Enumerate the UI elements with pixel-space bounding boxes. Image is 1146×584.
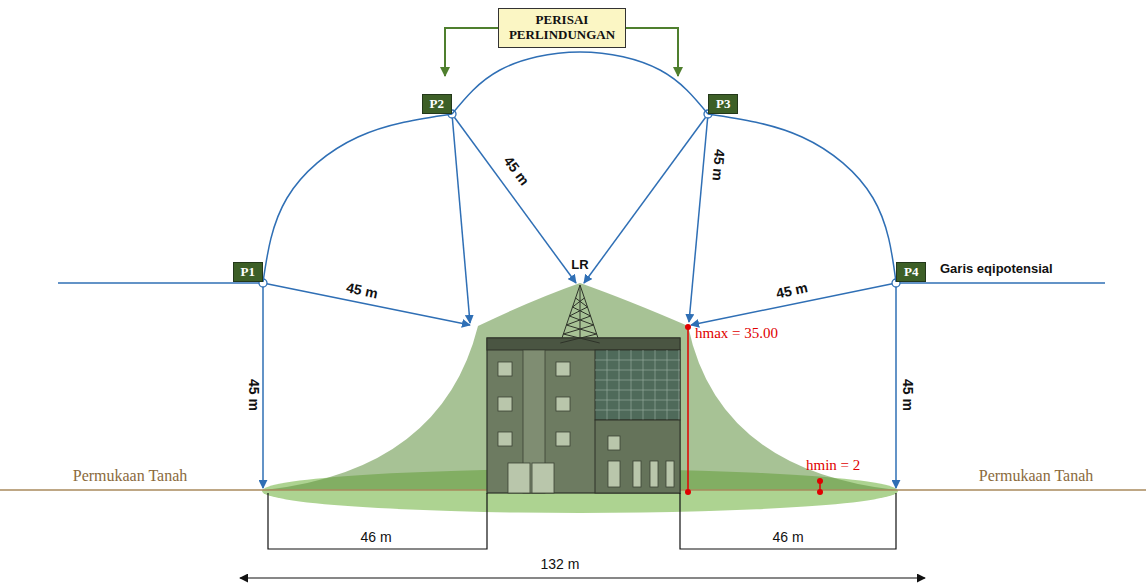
ground-label: Permukaan Tanah <box>979 467 1094 485</box>
junction-circle <box>259 110 900 287</box>
lightning-rod <box>563 325 593 334</box>
building <box>556 362 570 376</box>
building <box>633 461 641 487</box>
radius-arrow <box>895 283 897 488</box>
equipotential-label: Garis eqipotensial <box>940 262 1053 276</box>
lightning-rod <box>560 334 596 343</box>
building <box>595 410 680 411</box>
height-label: hmin = 2 <box>806 457 860 474</box>
building <box>498 362 512 376</box>
building <box>595 390 680 391</box>
building <box>532 463 554 493</box>
lightning-rod <box>569 307 587 316</box>
building <box>643 350 644 420</box>
node-text: P3 <box>716 96 730 112</box>
height-marker <box>685 324 691 330</box>
building <box>487 338 680 493</box>
lightning-rod <box>580 285 581 338</box>
height-marker <box>685 324 823 495</box>
shield-arc <box>708 114 896 282</box>
shield-arc <box>452 52 708 114</box>
dimension-line <box>268 493 487 549</box>
radius-label: 45 m <box>899 379 914 411</box>
dimension-line <box>240 493 925 578</box>
building <box>608 461 620 487</box>
lightning-rod <box>573 307 591 316</box>
equipotential-line <box>896 282 1105 284</box>
radius-label: 45 m <box>345 280 379 302</box>
lightning-rod <box>573 298 585 307</box>
shield-label-box: PERISAI PERLINDUNGAN <box>498 8 626 48</box>
height-marker <box>817 478 823 484</box>
air-terminal-box: P4 <box>896 262 926 282</box>
building <box>595 400 680 401</box>
ground-label: Permukaan Tanah <box>73 467 188 485</box>
building <box>498 362 674 493</box>
building <box>556 397 570 411</box>
building <box>595 350 680 420</box>
building <box>607 350 608 420</box>
node-text: P4 <box>904 264 918 280</box>
building <box>498 397 512 411</box>
building <box>556 432 570 446</box>
lightning-rod <box>560 298 599 343</box>
node-text: P1 <box>241 264 255 280</box>
building <box>666 461 674 487</box>
radius-arrow <box>452 114 576 283</box>
building <box>487 338 680 350</box>
dimension-label: 46 m <box>772 530 803 545</box>
building <box>619 350 620 420</box>
lightning-rod <box>569 316 593 325</box>
node-text: PERISAI PERLINDUNGAN <box>509 13 615 43</box>
height-marker <box>685 489 691 495</box>
radius-arrow <box>584 114 708 283</box>
building <box>595 350 680 420</box>
radius-label: 45 m <box>709 148 727 181</box>
building <box>667 350 668 420</box>
height-marker <box>687 327 689 492</box>
radius-label: 45 m <box>500 154 532 189</box>
building <box>595 380 680 381</box>
lightning-rod <box>566 316 590 325</box>
height-marker <box>817 489 823 495</box>
dimension-line <box>680 493 896 549</box>
radius-arrow <box>689 114 708 322</box>
radius-arrow <box>263 114 896 488</box>
building <box>498 432 512 446</box>
rod-label: LR <box>571 258 588 272</box>
air-terminal-box: P2 <box>422 94 452 114</box>
building <box>608 436 620 450</box>
lightning-rod <box>576 298 588 307</box>
building <box>595 420 680 493</box>
building <box>679 350 680 420</box>
dimension-label: 132 m <box>541 557 580 572</box>
air-terminal-box: P3 <box>708 94 738 114</box>
radius-arrow <box>452 114 470 323</box>
shield-arc <box>263 114 452 282</box>
building <box>631 350 632 420</box>
dimension-line <box>240 577 925 578</box>
building <box>487 338 680 493</box>
radius-label: 45 m <box>245 379 260 411</box>
building <box>595 370 680 371</box>
lightning-rod <box>560 285 599 343</box>
node-text: P2 <box>430 96 444 112</box>
lightning-rod <box>566 325 596 334</box>
building <box>655 350 656 420</box>
height-label: hmax = 35.00 <box>695 325 778 342</box>
radius-arrow <box>262 283 264 488</box>
lightning-rod <box>563 334 599 343</box>
building <box>595 360 680 361</box>
building <box>508 463 530 493</box>
air-terminal-box: P1 <box>233 262 263 282</box>
radius-label: 45 m <box>775 280 809 302</box>
equipotential-line <box>58 282 263 284</box>
dimension-label: 46 m <box>360 530 391 545</box>
building <box>650 461 658 487</box>
